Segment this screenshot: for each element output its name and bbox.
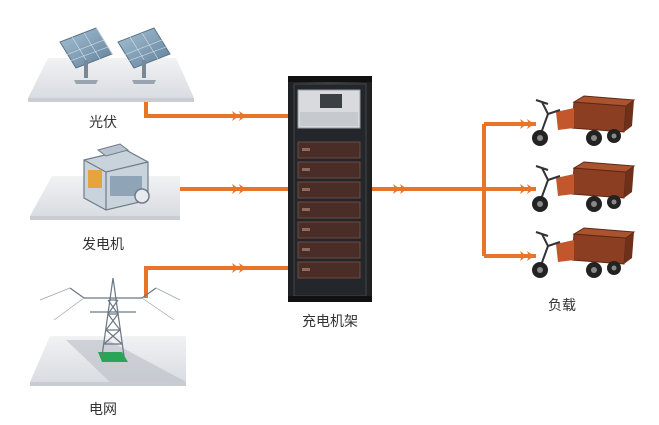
electric-tricycle-icon	[532, 227, 636, 278]
power-tower-icon	[30, 277, 186, 386]
generator-icon	[30, 143, 180, 220]
arrow-icon	[232, 184, 246, 194]
solar-label: 光伏	[89, 115, 117, 131]
electric-tricycle-icon	[532, 95, 636, 146]
rack-label: 充电机架	[302, 314, 358, 330]
flow-arrows	[232, 111, 534, 273]
connector-solar-to-rack	[144, 100, 290, 118]
arrow-icon	[520, 119, 534, 129]
arrow-icon	[232, 111, 246, 121]
arrow-icon	[520, 251, 534, 261]
arrow-icon	[232, 263, 246, 273]
charging-rack-icon	[288, 76, 372, 302]
arrow-icon	[520, 184, 534, 194]
grid-label: 电网	[89, 402, 117, 418]
load-label: 负载	[548, 298, 576, 314]
arrow-icon	[393, 184, 407, 194]
solar-platform	[28, 58, 194, 98]
electric-tricycle-icon	[532, 161, 636, 212]
solar-panel-icon	[28, 27, 194, 102]
generator-label: 发电机	[82, 237, 124, 253]
